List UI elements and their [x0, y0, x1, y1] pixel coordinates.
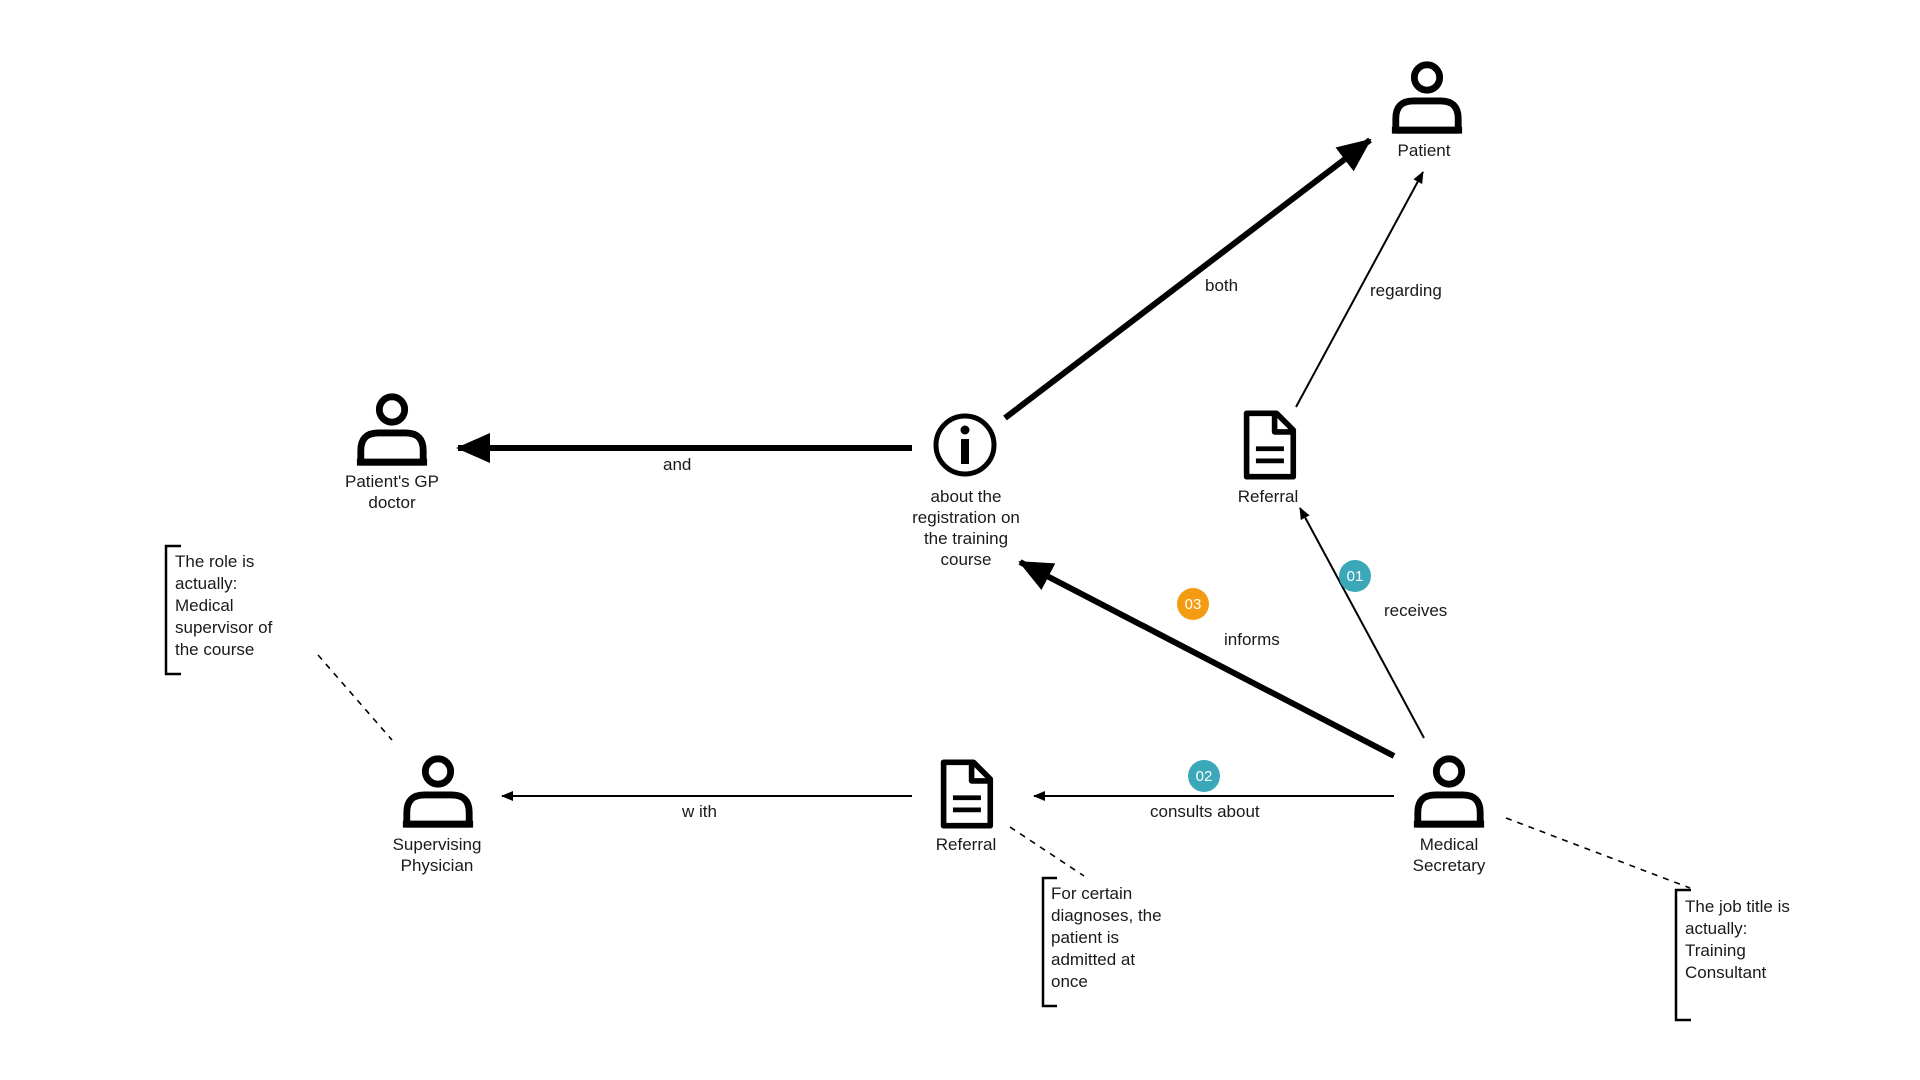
document-icon [1247, 413, 1294, 476]
node-label-supervising-physician: Supervising Physician [392, 835, 482, 875]
badge-01: 01 [1339, 560, 1371, 592]
note-diagnoses: For certain diagnoses, the patient is ad… [1051, 884, 1162, 991]
edge-label-both: both [1205, 276, 1239, 295]
note-role: The role is actually: Medical supervisor… [175, 552, 273, 659]
edge-both [1003, 137, 1372, 421]
association-job-title-note [1505, 817, 1691, 889]
node-label-medical-secretary: Medical Secretary [1412, 835, 1486, 875]
document-icon [944, 762, 991, 825]
person-icon [403, 759, 473, 824]
person-icon [357, 397, 427, 462]
badge-02: 02 [1188, 760, 1220, 792]
info-icon [936, 416, 994, 474]
svg-text:01: 01 [1347, 568, 1364, 585]
node-label-information: about the registration on the training c… [912, 487, 1020, 569]
node-label-gp-doctor: Patient's GP doctor [345, 472, 439, 512]
node-label-referral-top: Referral [1237, 487, 1299, 506]
edge-label-with: w ith [682, 802, 717, 821]
svg-text:02: 02 [1196, 768, 1213, 785]
edge-label-consults-about: consults about [1150, 802, 1260, 821]
note-bracket-diagnoses [1041, 876, 1057, 1008]
note-job-title: The job title is actually: Training Cons… [1685, 897, 1790, 982]
svg-text:03: 03 [1185, 596, 1202, 613]
person-icon [1392, 65, 1462, 130]
edge-label-and: and [663, 455, 692, 474]
edge-label-receives: receives [1384, 601, 1448, 620]
edge-label-informs: informs [1224, 630, 1280, 649]
edge-receives [1299, 507, 1425, 739]
node-label-referral-bottom: Referral [935, 835, 997, 854]
note-bracket-role [164, 544, 181, 676]
node-label-patient: Patient [1397, 141, 1451, 160]
note-bracket-job-title [1674, 888, 1691, 1022]
edge-regarding [1295, 171, 1424, 408]
badge-03: 03 [1177, 588, 1209, 620]
person-icon [1414, 759, 1484, 824]
association-role-note [317, 654, 393, 741]
edge-informs [1018, 559, 1396, 759]
edge-label-regarding: regarding [1370, 281, 1442, 300]
association-diagnoses-note [1009, 826, 1085, 877]
